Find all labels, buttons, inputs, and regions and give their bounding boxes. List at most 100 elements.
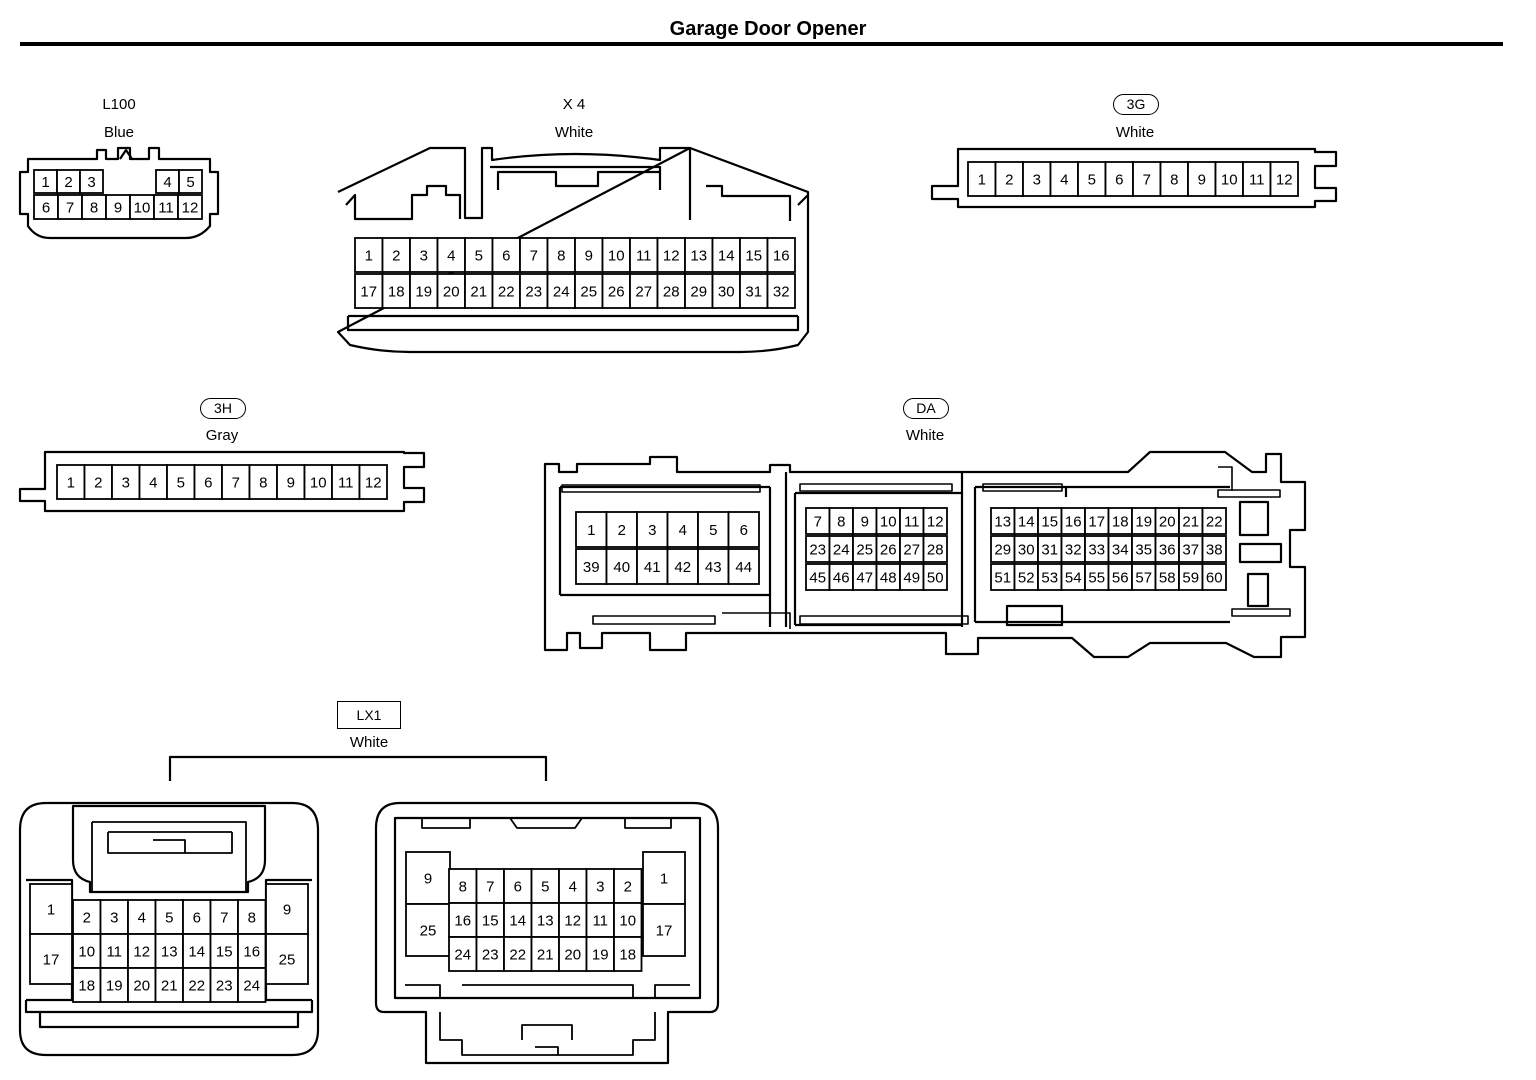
da-pin-36: 36 [1154,535,1180,563]
da-pin-45-label: 45 [809,570,826,587]
da-pin-56: 56 [1107,563,1133,591]
c3g-pin-3: 3 [1022,161,1052,197]
lx1a-pin-21-label: 21 [161,978,178,995]
lx1b-pin-2-label: 2 [624,879,632,896]
da-pin-13-label: 13 [994,514,1011,531]
c3g-pin-9: 9 [1187,161,1217,197]
da-pin-9-label: 9 [861,514,869,531]
lx1b-pin-23: 23 [475,936,505,972]
da-pin-47: 47 [852,563,878,591]
x4-pin-25: 25 [574,273,604,309]
x4-pin-11: 11 [629,237,659,273]
lx1b-pin-11-label: 11 [592,913,608,930]
lx1b-pin-5: 5 [530,868,560,904]
l100-pin-8: 8 [81,194,107,220]
x4-pin-9: 9 [574,237,604,273]
da-pin-27: 27 [899,535,925,563]
da-pin-58: 58 [1154,563,1180,591]
x4-pin-21-label: 21 [470,284,487,301]
lx1b-pin-16: 16 [448,902,478,938]
da-pin-33: 33 [1084,535,1110,563]
c3h-pin-8-label: 8 [259,475,267,492]
da-pin-10-label: 10 [880,514,897,531]
lx1b-pin-5-label: 5 [541,879,549,896]
x4-pin-29: 29 [684,273,714,309]
x4-pin-20: 20 [436,273,466,309]
da-pin-45: 45 [805,563,831,591]
da-pin-38-label: 38 [1206,542,1223,559]
lx1b-pin-3: 3 [585,868,615,904]
da-pin-12: 12 [922,507,948,535]
c3h-pin-1: 1 [56,464,86,500]
lx1b-pin-15: 15 [475,902,505,938]
c3g-pin-12-label: 12 [1276,172,1293,189]
da-pin-14-label: 14 [1018,514,1035,531]
da-pin-25: 25 [852,535,878,563]
da-pin-6: 6 [727,511,760,548]
da-pin-26-label: 26 [880,542,897,559]
c3h-pin-4-label: 4 [149,475,157,492]
x4-pin-2-label: 2 [392,248,400,265]
x4-pin-10-label: 10 [608,248,625,265]
da-pin-54: 54 [1060,563,1086,591]
l100-pin-5-label: 5 [186,174,194,191]
da-pin-21-label: 21 [1182,514,1199,531]
lx1b-pin-25: 25 [405,903,451,957]
c3g-pin-1: 1 [967,161,997,197]
c3g-pin-3-label: 3 [1033,172,1041,189]
l100-pin-2: 2 [56,169,81,194]
l100-pin-4-label: 4 [163,174,171,191]
lx1-left-housing [18,801,320,1057]
da-pin-8-label: 8 [837,514,845,531]
lx1a-pin-13: 13 [154,933,184,969]
x4-pin-6-label: 6 [502,248,510,265]
l100-pin-6-label: 6 [42,200,50,217]
lx1a-pin-22: 22 [182,967,212,1003]
da-pin-51: 51 [990,563,1016,591]
lx1a-pin-7: 7 [209,899,239,935]
lx1a-pin-6: 6 [182,899,212,935]
da-pin-22-label: 22 [1206,514,1223,531]
da-pin-60: 60 [1201,563,1227,591]
c3g-pin-7-label: 7 [1143,172,1151,189]
x4-pin-21: 21 [464,273,494,309]
da-pin-57-label: 57 [1135,570,1152,587]
c3h-pin-7-label: 7 [232,475,240,492]
c3h-pin-10: 10 [303,464,333,500]
c3g-pin-9-label: 9 [1198,172,1206,189]
da-pin-43: 43 [697,548,730,585]
c3g-pin-8: 8 [1159,161,1189,197]
l100-pin-11-label: 11 [158,200,174,217]
c3h-pin-2: 2 [83,464,113,500]
x4-pin-13-label: 13 [690,248,707,265]
da-pin-3: 3 [636,511,669,548]
da-pin-22: 22 [1201,507,1227,535]
da-pin-19-label: 19 [1135,514,1152,531]
c3h-pin-4: 4 [138,464,168,500]
lx1a-pin-17-label: 17 [43,952,60,969]
lx1a-pin-11: 11 [99,933,129,969]
lx1a-pin-12-label: 12 [133,944,150,961]
x4-color: White [554,124,594,141]
lx1a-pin-14-label: 14 [188,944,205,961]
l100-pin-9-label: 9 [114,200,122,217]
lx1a-pin-18-label: 18 [78,978,95,995]
c3g-pin-5: 5 [1077,161,1107,197]
c3g-color: White [1115,124,1155,141]
da-pin-25-label: 25 [856,542,873,559]
da-pin-1-label: 1 [587,522,595,539]
da-pin-49-label: 49 [903,570,920,587]
lx1b-pin-23-label: 23 [482,947,499,964]
lx1b-pin-22-label: 22 [509,947,526,964]
l100-pin-8-label: 8 [90,200,98,217]
lx1a-pin-24: 24 [237,967,267,1003]
l100-color: Blue [103,124,135,141]
c3g-pin-5-label: 5 [1088,172,1096,189]
c3g-pin-6-label: 6 [1115,172,1123,189]
lx1a-pin-10: 10 [72,933,102,969]
da-pin-54-label: 54 [1065,570,1082,587]
da-pin-43-label: 43 [705,559,722,576]
da-pin-58-label: 58 [1159,570,1176,587]
c3h-pin-6-label: 6 [204,475,212,492]
da-color: White [905,427,945,444]
